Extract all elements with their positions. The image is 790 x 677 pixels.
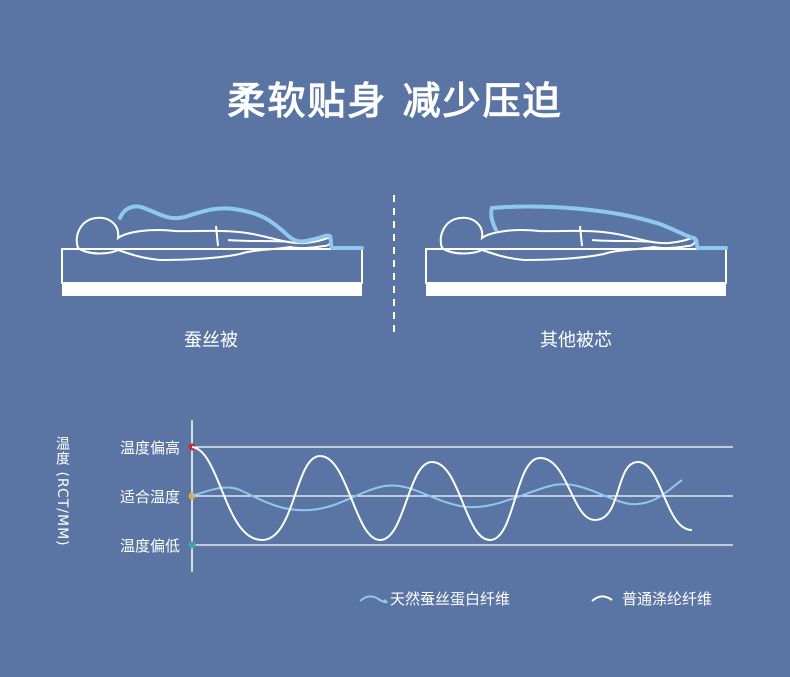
- legend-item-silk: 天然蚕丝蛋白纤维: [390, 588, 510, 609]
- right-other-quilt: [490, 204, 728, 250]
- left-caption: 蚕丝被: [184, 330, 238, 351]
- legend-item-polyester: 普通涤纶纤维: [622, 588, 712, 609]
- page-title: 柔软贴身 减少压迫: [227, 79, 563, 123]
- level-label-suitable: 适合温度: [119, 488, 180, 506]
- left-body-outline: [75, 216, 332, 262]
- legend-swatch-polyester: [591, 595, 613, 602]
- level-label-high: 温度偏高: [119, 439, 180, 457]
- right-mattress: [425, 248, 727, 296]
- temperature-chart: [188, 420, 733, 572]
- y-axis-title: 温度 (RCT/MM): [54, 436, 70, 547]
- legend-swatch-silk: [359, 595, 388, 604]
- series-line-polyester: [191, 446, 693, 542]
- left-mattress: [61, 248, 363, 296]
- marker-low: [188, 541, 196, 549]
- level-label-low: 温度偏低: [119, 537, 180, 555]
- series-line-silk: [191, 479, 683, 512]
- left-silk-quilt: [118, 204, 364, 250]
- legend-label-polyester: 普通涤纶纤维: [622, 590, 713, 608]
- legend-label-silk: 天然蚕丝蛋白纤维: [390, 590, 511, 608]
- right-caption: 其他被芯: [540, 330, 612, 351]
